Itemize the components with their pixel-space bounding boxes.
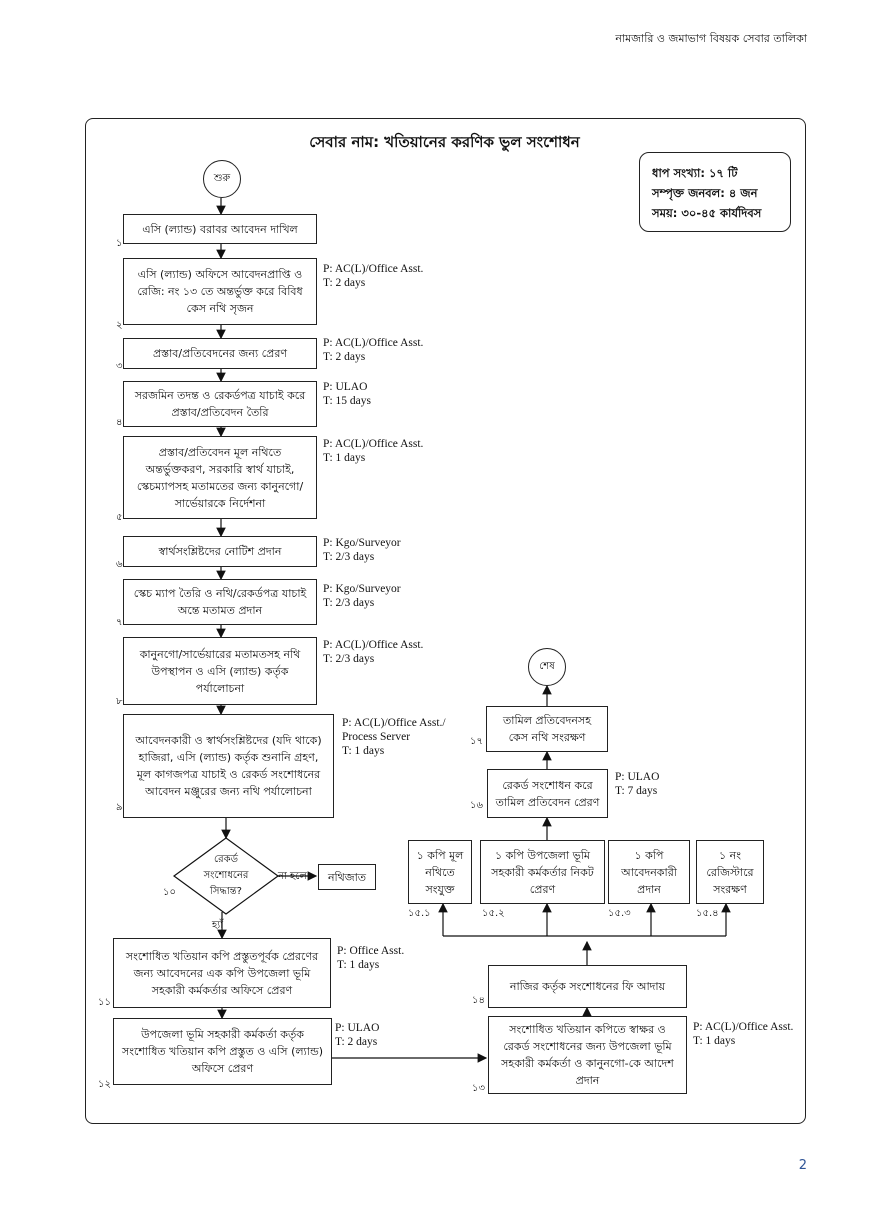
- step-12-note: P: ULAO T: 2 days: [335, 1022, 380, 1048]
- step-number: ১৩: [472, 1083, 485, 1094]
- info-box: ধাপ সংখ্যা: ১৭ টি সম্পৃক্ত জনবল: ৪ জন সম…: [639, 152, 791, 232]
- step-number: ৮: [116, 696, 123, 707]
- step-number: ১: [116, 238, 123, 249]
- start-node: শুরু: [203, 160, 241, 198]
- nothijat-box: নথিজাত: [318, 864, 376, 890]
- step-number: ১৬: [470, 800, 483, 811]
- step-count: ধাপ সংখ্যা: ১৭ টি: [652, 166, 738, 180]
- step-16-note: P: ULAO T: 7 days: [615, 771, 660, 797]
- step-number: ১০: [163, 887, 176, 898]
- step-number: ৬: [116, 559, 123, 570]
- end-node: শেষ: [528, 648, 566, 686]
- step-2-box: এসি (ল্যান্ড) অফিসে আবেদনপ্রাপ্তি ও রেজি…: [123, 258, 317, 325]
- step-8-note: P: AC(L)/Office Asst. T: 2/3 days: [323, 639, 424, 665]
- step-6-box: স্বার্থসংশ্লিষ্টদের নোটিশ প্রদান: [123, 536, 317, 567]
- step-14-box: নাজির কর্তৃক সংশোধনের ফি আদায়: [488, 965, 687, 1008]
- step-3-box: প্রস্তাব/প্রতিবেদনের জন্য প্রেরণ: [123, 338, 317, 369]
- step-number: ৪: [116, 417, 123, 428]
- no-label: না হলে: [278, 871, 307, 882]
- yes-label: হ্যাঁ: [212, 920, 224, 931]
- step-number: ১১: [98, 997, 111, 1008]
- step-number: ১২: [98, 1079, 111, 1090]
- decision-diamond: [172, 837, 280, 915]
- step-number: ৫: [116, 512, 123, 523]
- step-number: ১৫.১: [408, 908, 431, 919]
- step-number: ৭: [116, 617, 123, 628]
- page-number: 2: [798, 1158, 807, 1173]
- step-16-box: রেকর্ড সংশোধন করে তামিল প্রতিবেদন প্রেরণ: [487, 769, 608, 818]
- page-header: নামজারি ও জমাভাগ বিষয়ক সেবার তালিকা: [615, 32, 807, 45]
- diagram-frame: [85, 118, 806, 1124]
- step-15-1-box: ১ কপি মূল নথিতে সংযুক্ত: [408, 840, 472, 904]
- step-4-box: সরজমিন তদন্ত ও রেকর্ডপত্র যাচাই করে প্রস…: [123, 381, 317, 427]
- step-6-note: P: Kgo/Surveyor T: 2/3 days: [323, 537, 401, 563]
- step-number: ১৫.২: [482, 908, 505, 919]
- step-13-box: সংশোধিত খতিয়ান কপিতে স্বাক্ষর ও রেকর্ড …: [488, 1016, 687, 1094]
- step-4-note: P: ULAO T: 15 days: [323, 381, 371, 407]
- decision-text: রেকর্ড সংশোধনের সিদ্ধান্ত?: [203, 854, 249, 897]
- step-number: ৯: [116, 802, 123, 813]
- step-number: ১৫.৩: [608, 908, 631, 919]
- step-7-note: P: Kgo/Surveyor T: 2/3 days: [323, 583, 401, 609]
- step-15-3-box: ১ কপি আবেদনকারী প্রদান: [608, 840, 690, 904]
- step-11-note: P: Office Asst. T: 1 days: [337, 945, 405, 971]
- time-required: সময়: ৩০-৪৫ কার্যদিবস: [652, 206, 762, 220]
- step-number: ১৪: [472, 995, 485, 1006]
- step-7-box: স্কেচ ম্যাপ তৈরি ও নথি/রেকর্ডপত্র যাচাই …: [123, 579, 317, 625]
- step-3-note: P: AC(L)/Office Asst. T: 2 days: [323, 337, 424, 363]
- step-12-box: উপজেলা ভূমি সহকারী কর্মকর্তা কর্তৃক সংশো…: [113, 1018, 332, 1085]
- step-15-2-box: ১ কপি উপজেলা ভূমি সহকারী কর্মকর্তার নিকট…: [480, 840, 605, 904]
- step-number: ১৭: [470, 736, 483, 747]
- step-9-box: আবেদনকারী ও স্বার্থসংশ্লিষ্টদের (যদি থাক…: [123, 714, 334, 818]
- step-5-note: P: AC(L)/Office Asst. T: 1 days: [323, 438, 424, 464]
- manpower: সম্পৃক্ত জনবল: ৪ জন: [652, 186, 758, 200]
- step-5-box: প্রস্তাব/প্রতিবেদন মূল নথিতে অন্তর্ভুক্ত…: [123, 436, 317, 519]
- step-11-box: সংশোধিত খতিয়ান কপি প্রস্তুতপূর্বক প্রের…: [113, 938, 331, 1008]
- step-number: ১৫.৪: [696, 908, 719, 919]
- step-1-box: এসি (ল্যান্ড) বরাবর আবেদন দাখিল: [123, 214, 317, 244]
- step-15-4-box: ১ নং রেজিস্টারে সংরক্ষণ: [696, 840, 764, 904]
- service-title: সেবার নাম: খতিয়ানের করণিক ভুল সংশোধন: [309, 133, 580, 151]
- step-2-note: P: AC(L)/Office Asst. T: 2 days: [323, 263, 424, 289]
- step-13-note: P: AC(L)/Office Asst. T: 1 days: [693, 1021, 794, 1047]
- step-8-box: কানুনগো/সার্ভেয়ারের মতামতসহ নথি উপস্থাপ…: [123, 637, 317, 705]
- step-9-note: P: AC(L)/Office Asst./ Process Server T:…: [342, 717, 446, 757]
- step-17-box: তামিল প্রতিবেদনসহ কেস নথি সংরক্ষণ: [486, 706, 608, 752]
- step-number: ২: [116, 320, 123, 331]
- step-number: ৩: [116, 361, 123, 372]
